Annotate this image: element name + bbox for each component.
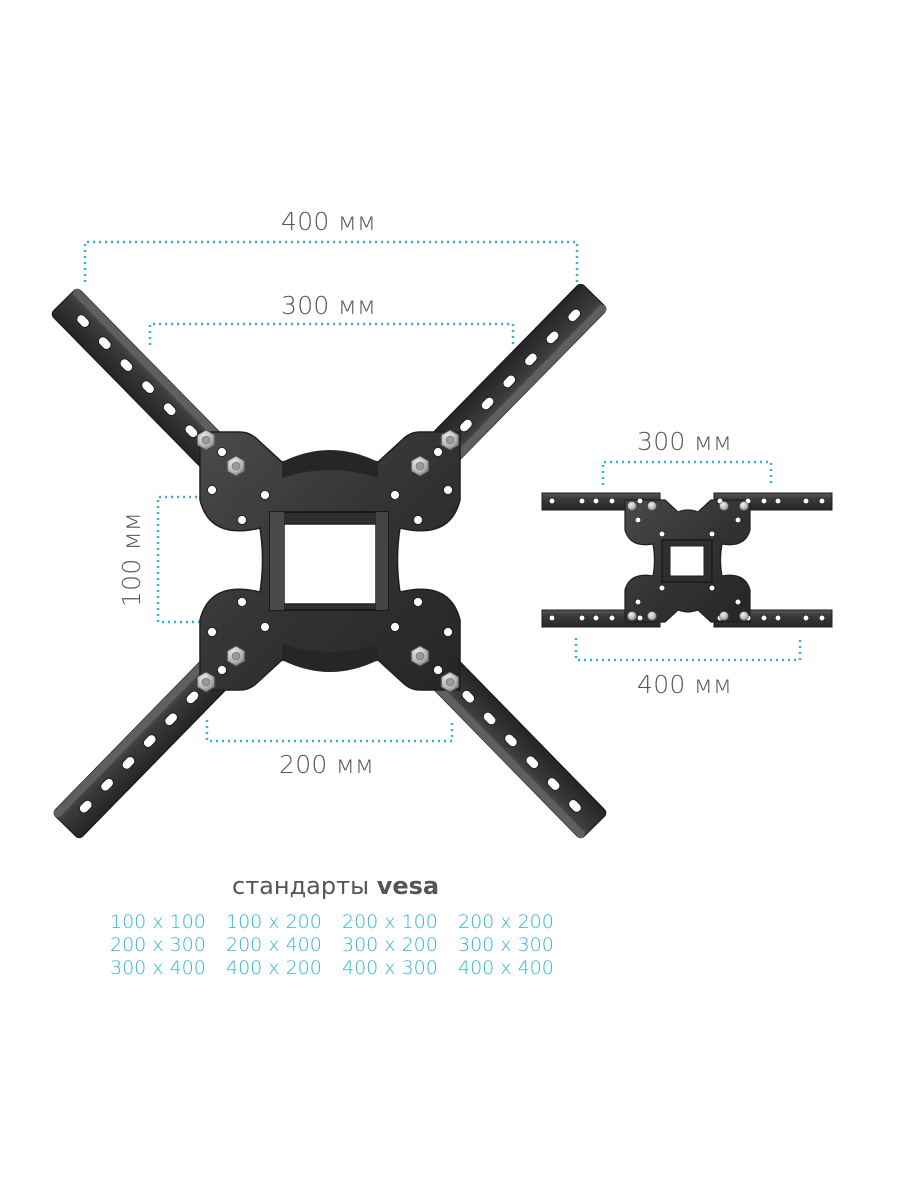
vesa-standard-item: 100 x 100 bbox=[110, 911, 206, 933]
vesa-standard-item: 300 x 200 bbox=[342, 934, 438, 956]
bolt-nut bbox=[647, 501, 657, 511]
vesa-standard-item: 400 x 400 bbox=[458, 957, 554, 979]
dimension-lines-main bbox=[83, 240, 579, 743]
vesa-standard-item: 400 x 300 bbox=[342, 957, 438, 979]
vesa-standard-item: 200 x 400 bbox=[226, 934, 322, 956]
bolt-nut bbox=[739, 611, 749, 621]
vesa-standard-item: 200 x 200 bbox=[458, 911, 554, 933]
bolt-nut bbox=[739, 501, 749, 511]
bolt-nut bbox=[627, 501, 637, 511]
dimension-label-200-bottom: 200 мм bbox=[279, 750, 375, 779]
compact-dimension-label-400: 400 мм bbox=[637, 670, 733, 699]
vesa-standards-grid: 100 x 100 100 x 200 200 x 100 200 x 200 200 … bbox=[110, 912, 574, 979]
bolt-nut bbox=[627, 611, 637, 621]
vesa-standard-item: 200 x 300 bbox=[110, 934, 206, 956]
dimension-label-100-side: 100 мм bbox=[117, 511, 147, 608]
bolt-nut bbox=[719, 501, 729, 511]
bolt-nut bbox=[647, 611, 657, 621]
bolt-nut bbox=[719, 611, 729, 621]
bolts bbox=[196, 429, 460, 693]
vesa-standards-heading: стандарты vesa bbox=[232, 872, 439, 900]
vesa-heading-prefix: стандарты bbox=[232, 872, 370, 900]
vesa-standard-item: 100 x 200 bbox=[226, 911, 322, 933]
vesa-standard-item: 200 x 100 bbox=[342, 911, 438, 933]
dimension-label-300-top: 300 мм bbox=[281, 291, 377, 320]
vesa-standard-item: 300 x 300 bbox=[458, 934, 554, 956]
vesa-standard-item: 300 x 400 bbox=[110, 957, 206, 979]
dimension-lines-compact bbox=[574, 460, 802, 662]
compact-dimension-label-300: 300 мм bbox=[637, 427, 733, 456]
vesa-standard-item: 400 x 200 bbox=[226, 957, 322, 979]
compact-bracket bbox=[541, 492, 833, 628]
vesa-heading-bold: vesa bbox=[376, 872, 440, 900]
main-bracket bbox=[51, 283, 607, 839]
dimension-label-400-top: 400 мм bbox=[281, 207, 377, 236]
